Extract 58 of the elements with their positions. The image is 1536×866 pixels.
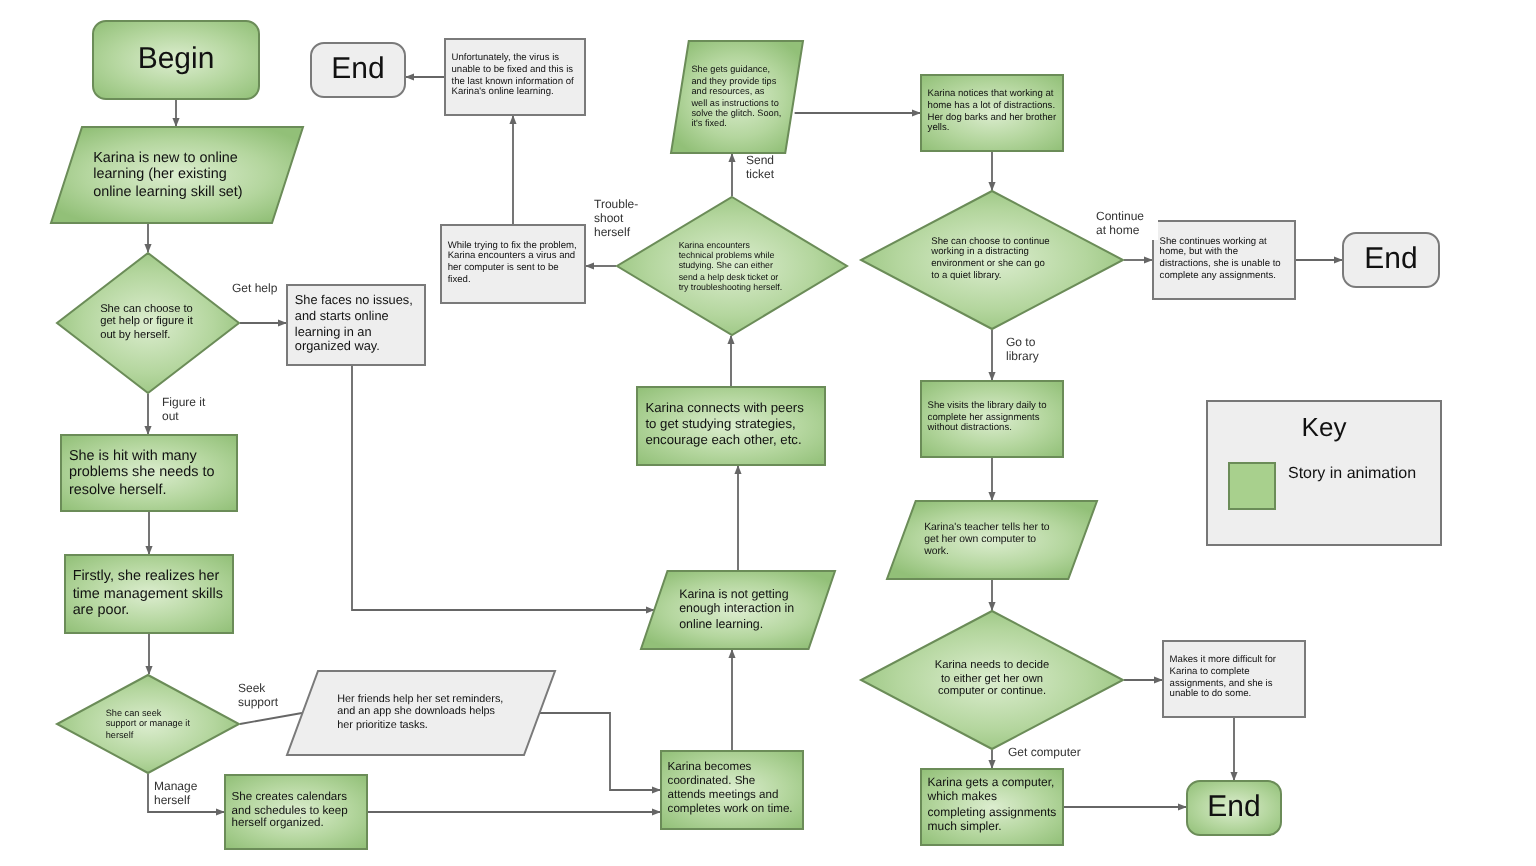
data-parallelogram [886,500,1098,580]
process-box [660,750,804,830]
terminal-text: End [1205,790,1263,826]
arrow [988,457,996,501]
arrow [539,712,661,794]
arrow [144,223,152,253]
arrow [351,365,655,614]
data-parallelogram [50,126,304,224]
process-box [60,434,238,512]
data-parallelogram [286,670,556,756]
arrow [988,749,996,769]
process-box [920,768,1064,846]
terminal-box [310,42,406,98]
arrow [405,73,445,81]
terminal-box [92,20,260,100]
arrow [793,109,921,117]
process-box [224,774,368,850]
terminal-text: End [329,52,387,88]
process-box [64,554,234,634]
arrow [145,633,153,675]
arrow [1123,256,1153,264]
arrow [239,319,287,327]
terminal-box [1186,780,1282,836]
arrow [988,151,996,191]
process-box [920,380,1064,458]
legend-text: Story in animation [1288,464,1419,484]
arrow [145,511,153,555]
arrow [727,335,735,387]
arrow [988,329,996,381]
process-box [1162,640,1306,718]
arrow [728,649,736,751]
arrow [147,773,225,816]
process-box [440,224,586,304]
arrow [1295,256,1343,264]
arrow [1230,717,1238,781]
process-box [1152,220,1296,300]
process-box [636,386,826,466]
arrow [728,153,736,197]
arrow [734,465,742,571]
terminal-text: Begin [135,42,217,78]
arrow [144,393,152,435]
arrow [367,808,661,816]
arrow [1063,803,1187,811]
process-box [286,284,426,366]
arrow [172,99,180,127]
decision-diamond [56,674,240,774]
data-parallelogram [640,570,836,650]
terminal-text: End [1362,242,1420,278]
process-box [444,38,586,116]
legend-title: Key [1299,412,1349,442]
process-box [920,74,1064,152]
terminal-box [1342,232,1440,288]
arrow [1123,676,1163,684]
data-parallelogram [670,40,804,154]
arrow [509,115,517,225]
arrow [988,579,996,611]
arrow [585,262,617,270]
decision-diamond [860,610,1124,750]
